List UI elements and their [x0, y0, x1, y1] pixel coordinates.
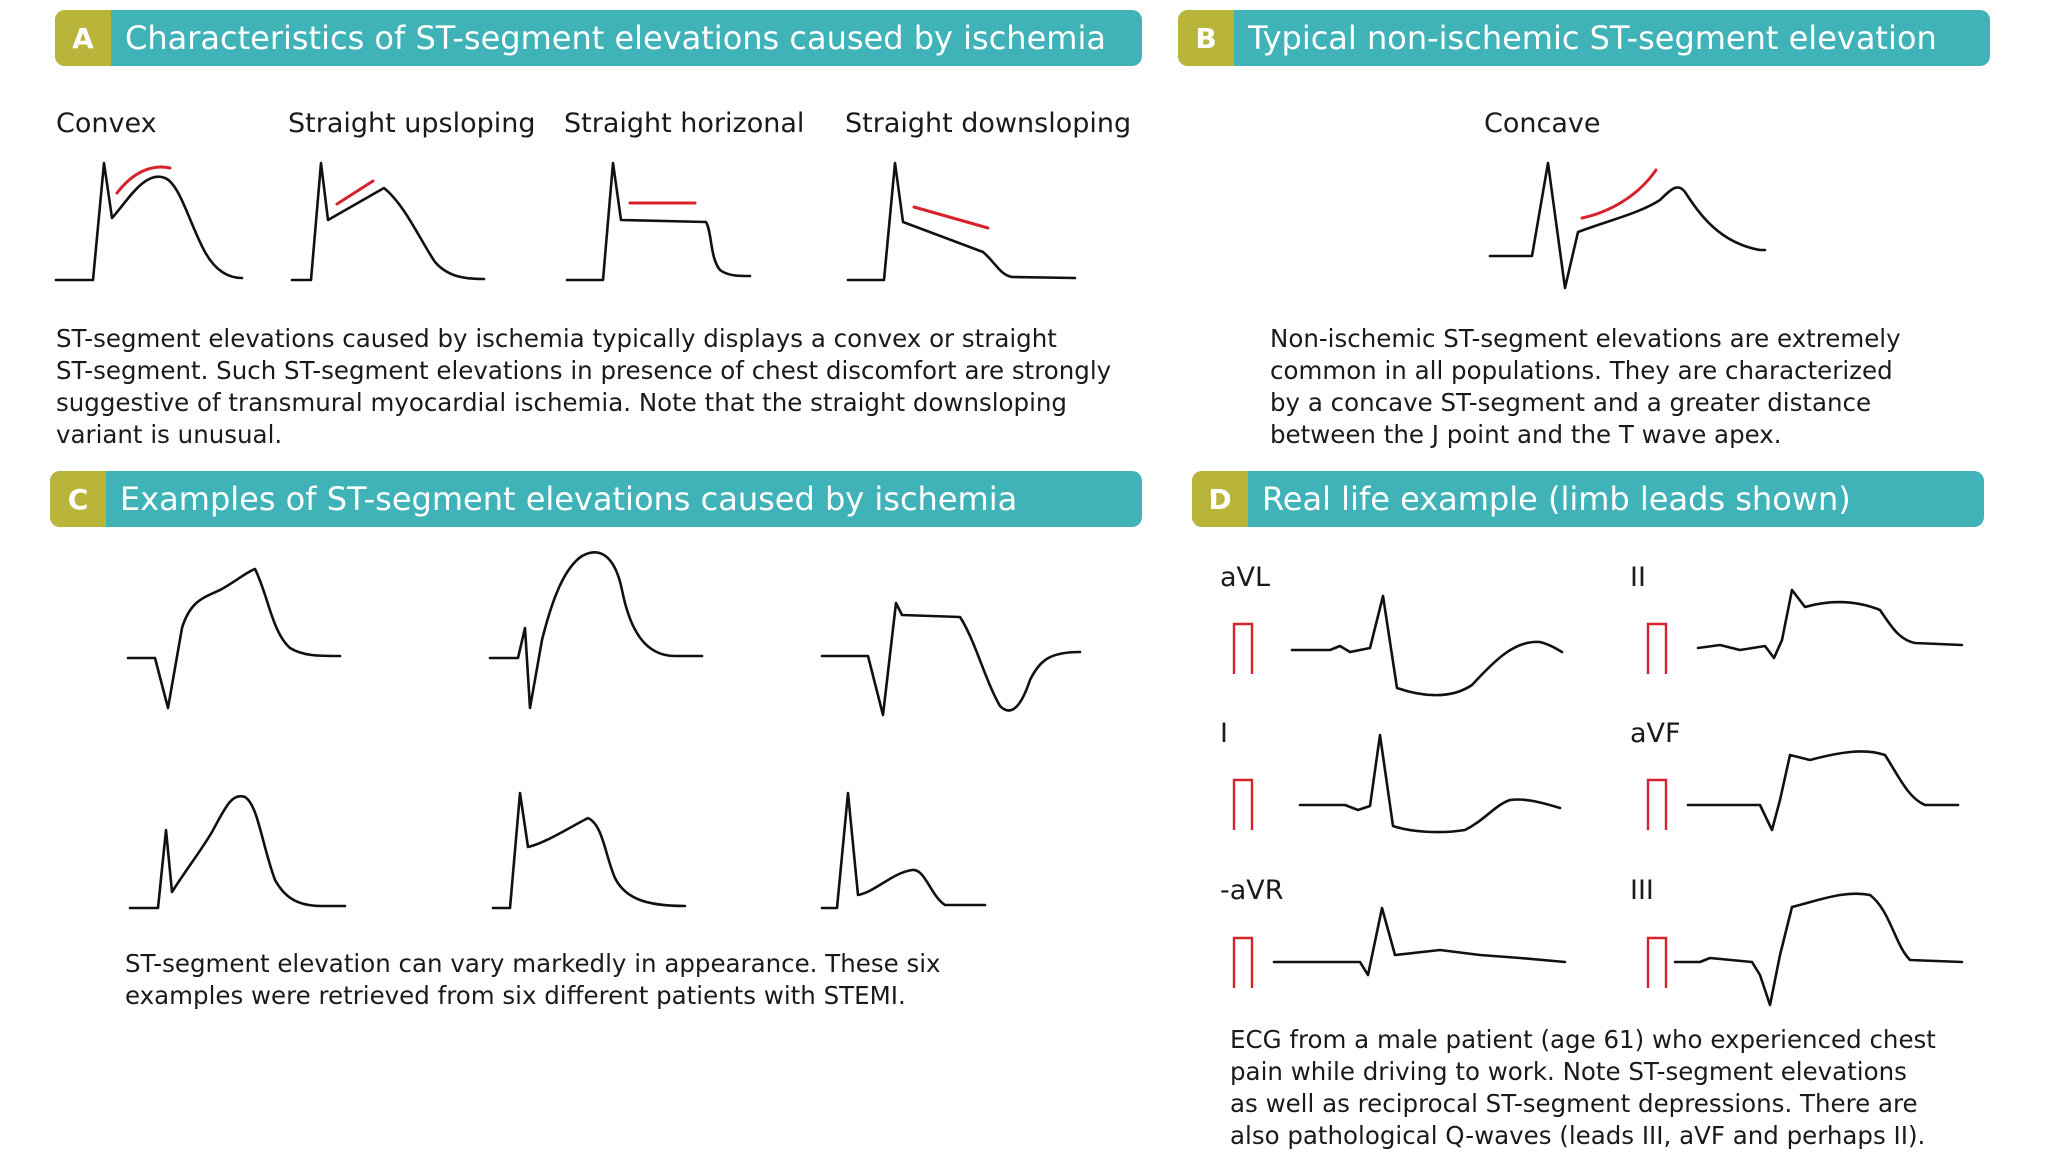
- panel-a-banner: A Characteristics of ST-segment elevatio…: [55, 10, 1142, 66]
- example-3: [820, 601, 1082, 717]
- label-concave: Concave: [1484, 108, 1601, 139]
- calibration-pulse-avf: [1646, 778, 1668, 830]
- trace-iii: [1673, 892, 1964, 1007]
- marker-concave: [1580, 168, 1658, 220]
- panel-d-title: Real life example (limb leads shown): [1262, 480, 1851, 518]
- example-6: [820, 791, 987, 910]
- panel-c-description: ST-segment elevation can vary markedly i…: [125, 949, 941, 1010]
- calibration-pulse-avl: [1232, 622, 1254, 674]
- waveform-straight-horizonal: [565, 161, 752, 282]
- trace-ii: [1696, 588, 1964, 660]
- panel-a-title: Characteristics of ST-segment elevations…: [125, 19, 1106, 57]
- waveform-straight-upsloping: [290, 161, 486, 282]
- panel-b-description: Non-ischemic ST-segment elevations are e…: [1270, 324, 1901, 449]
- panel-c-banner: C Examples of ST-segment elevations caus…: [50, 471, 1142, 527]
- waveform-convex: [54, 161, 244, 282]
- marker-convex: [115, 165, 172, 195]
- lead-label-i: I: [1220, 718, 1228, 749]
- trace-avf: [1686, 750, 1960, 832]
- panel-b-title: Typical non-ischemic ST-segment elevatio…: [1248, 19, 1937, 57]
- example-4: [128, 794, 347, 910]
- calibration-pulse-i: [1232, 778, 1254, 830]
- panel-c-title: Examples of ST-segment elevations caused…: [120, 480, 1018, 518]
- panel-a-badge: A: [55, 10, 111, 66]
- label-straight-horizonal: Straight horizonal: [564, 108, 805, 139]
- lead-label-avf: aVF: [1630, 718, 1681, 749]
- panel-c-badge: C: [50, 471, 106, 527]
- calibration-pulse-iii: [1646, 936, 1668, 988]
- trace-avl: [1290, 594, 1564, 697]
- marker-straight-upsloping: [335, 179, 375, 206]
- waveform-straight-downsloping: [846, 161, 1077, 282]
- waveform-concave: [1488, 161, 1767, 290]
- lead-label-iii: III: [1630, 875, 1654, 906]
- trace-minus-avr: [1272, 906, 1567, 977]
- panel-b-banner: B Typical non-ischemic ST-segment elevat…: [1178, 10, 1990, 66]
- label-straight-upsloping: Straight upsloping: [288, 108, 536, 139]
- calibration-pulse-minus-avr: [1232, 936, 1254, 988]
- panel-d-banner: D Real life example (limb leads shown): [1192, 471, 1984, 527]
- label-convex: Convex: [56, 108, 157, 139]
- example-5: [491, 791, 687, 910]
- panel-a-description: ST-segment elevations caused by ischemia…: [56, 324, 1112, 449]
- panel-b-badge: B: [1178, 10, 1234, 66]
- marker-straight-downsloping: [912, 205, 990, 230]
- example-2: [488, 551, 704, 710]
- example-1: [126, 567, 342, 710]
- lead-label-ii: II: [1630, 562, 1646, 593]
- panel-d-description: ECG from a male patient (age 61) who exp…: [1230, 1025, 1936, 1150]
- calibration-pulse-ii: [1646, 622, 1668, 674]
- lead-label-minus-avr: -aVR: [1220, 875, 1284, 906]
- trace-i: [1298, 733, 1562, 834]
- panel-d-badge: D: [1192, 471, 1248, 527]
- lead-label-avl: aVL: [1220, 562, 1271, 593]
- label-straight-downsloping: Straight downsloping: [845, 108, 1132, 139]
